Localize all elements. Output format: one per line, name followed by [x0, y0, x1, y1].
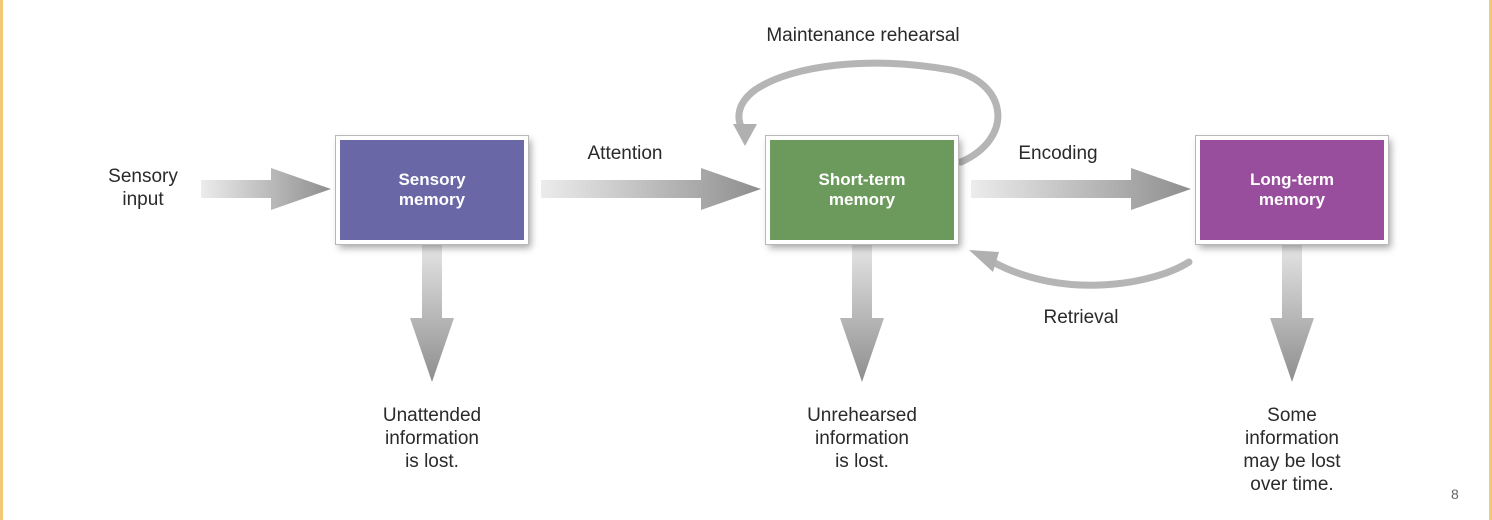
short-term-memory-box: Short-term memory	[766, 136, 958, 244]
long-term-memory-label: Long-term memory	[1249, 170, 1335, 209]
retrieval-arrowhead	[969, 250, 999, 272]
encoding-label: Encoding	[1018, 143, 1098, 164]
attention-arrow	[541, 168, 761, 210]
retrieval-arrow	[989, 258, 1193, 289]
maintenance-loop-arrow	[735, 59, 1002, 166]
long-term-memory-box: Long-term memory	[1196, 136, 1388, 244]
sensory-loss-arrow	[410, 243, 454, 382]
short-term-loss-arrow	[840, 243, 884, 382]
sensory-loss-label: Unattended information is lost.	[382, 405, 482, 472]
long-term-loss-arrow	[1270, 243, 1314, 382]
sensory-memory-label: Sensory memory	[398, 170, 466, 209]
sensory-memory-box: Sensory memory	[336, 136, 528, 244]
maintenance-loop-arrowhead	[733, 124, 757, 146]
attention-label: Attention	[587, 143, 663, 164]
sensory-input-arrow	[201, 168, 331, 210]
maintenance-rehearsal-label: Maintenance rehearsal	[766, 25, 960, 46]
retrieval-label: Retrieval	[1043, 307, 1119, 328]
long-term-loss-label: Some information may be lost over time.	[1243, 405, 1341, 495]
short-term-loss-label: Unrehearsed information is lost.	[807, 405, 917, 472]
short-term-memory-label: Short-term memory	[818, 170, 906, 209]
flow-arrows	[201, 59, 1314, 382]
encoding-arrow	[971, 168, 1191, 210]
page-number: 8	[1451, 486, 1459, 502]
sensory-input-label: Sensory input	[108, 166, 178, 210]
